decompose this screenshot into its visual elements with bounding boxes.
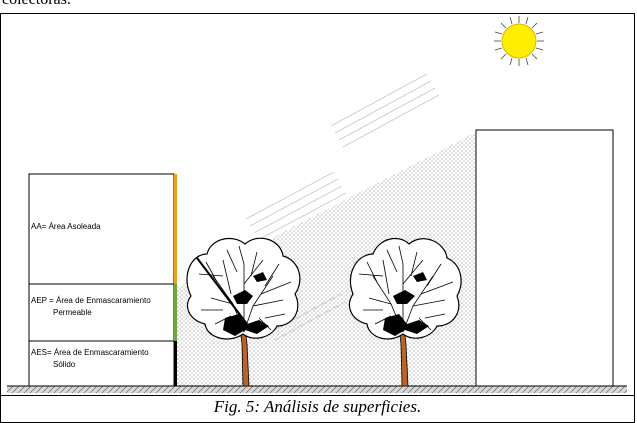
label-aep: AEP = Área de Enmascaramiento <box>31 296 151 305</box>
label-aes: AES= Área de Enmascaramiento <box>31 348 149 357</box>
sunlit-band <box>174 174 177 284</box>
ground <box>7 386 627 393</box>
diagram-canvas <box>7 16 627 393</box>
tree-icon <box>348 237 462 387</box>
caption-box: Fig. 5: Análisis de superficies. <box>0 395 635 423</box>
figure-caption: Fig. 5: Análisis de superficies. <box>213 397 422 416</box>
top-text: colectoras. <box>2 0 71 9</box>
label-aep-line2: Permeable <box>53 308 92 317</box>
label-aa: AA= Área Asoleada <box>31 222 101 231</box>
permeable-band <box>174 284 177 341</box>
diagram-frame: AA= Área Asoleada AEP = Área de Enmascar… <box>0 13 635 396</box>
left-building <box>28 173 175 387</box>
right-building <box>475 129 614 387</box>
solid-band <box>174 341 177 386</box>
label-aes-line2: Sólido <box>53 360 76 369</box>
tree-icon <box>186 237 301 387</box>
sun-icon <box>494 16 544 66</box>
